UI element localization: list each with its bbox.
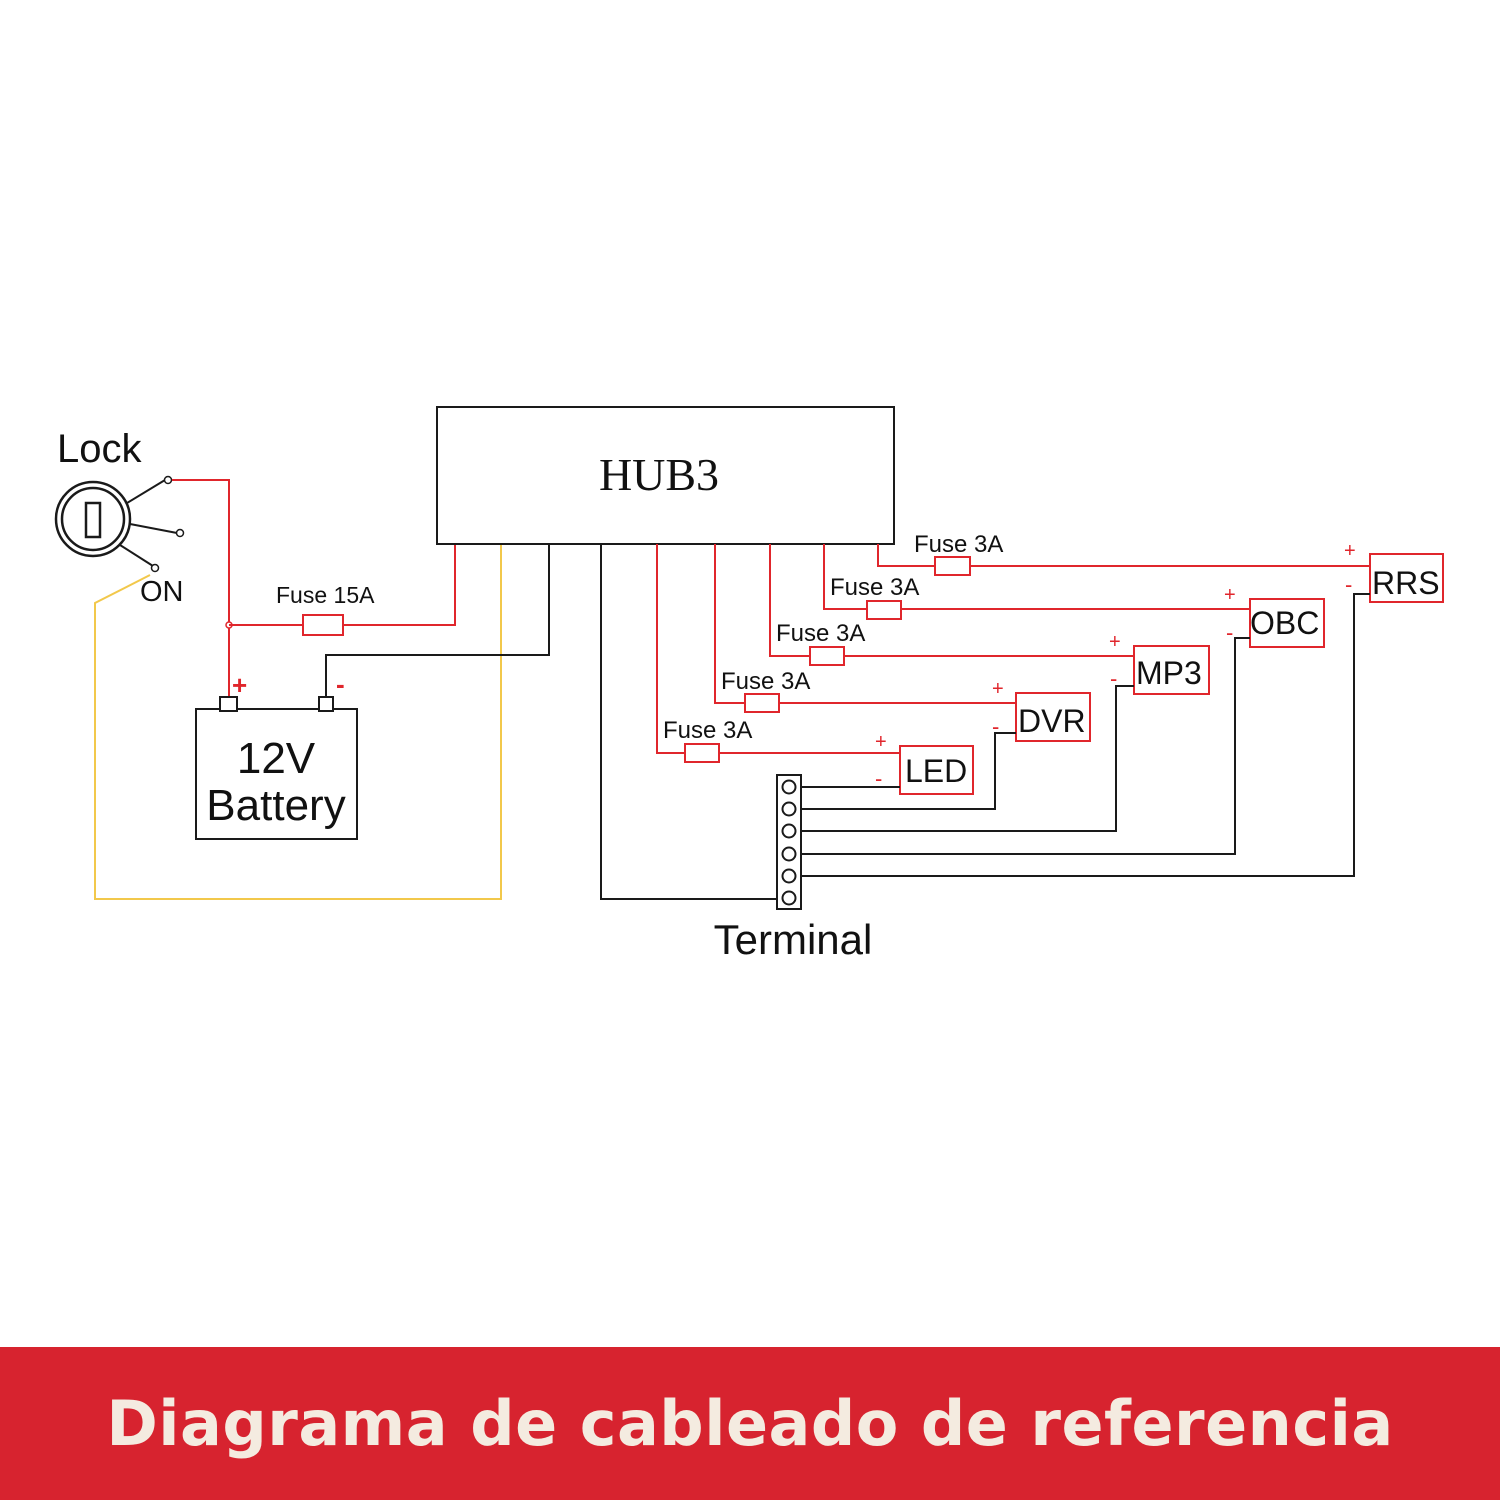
mp3-fuse-label: Fuse 3A [776, 620, 865, 647]
terminal-screw [781, 846, 797, 862]
footer-title: Diagrama de cableado de referencia [106, 1387, 1394, 1460]
obc-plus-sign: + [1224, 584, 1236, 606]
ignition-lock: Lock ON [54, 427, 185, 608]
led-plus-sign: + [875, 731, 887, 753]
battery-voltage: 12V [237, 734, 316, 783]
lock-inner-ring [60, 486, 126, 552]
lock-on-label: ON [140, 576, 184, 608]
footer-banner: Diagrama de cableado de referencia [0, 1347, 1500, 1500]
rrs-positive-wire [877, 544, 1370, 567]
dvr-label: DVR [1018, 703, 1086, 739]
dvr-minus-sign: - [992, 714, 999, 739]
mp3-label: MP3 [1136, 655, 1202, 691]
battery: + - 12V Battery [195, 669, 358, 840]
terminal-screw [781, 868, 797, 884]
wiring-diagram: Lock ON Fuse 15A HUB3 + - 12V Battery [54, 406, 1444, 963]
hub3-outline [436, 406, 895, 545]
obc-minus-sign: - [1226, 620, 1233, 645]
branch-led: Fuse 3A LED + - [656, 544, 974, 795]
lock-contact-arm [119, 544, 154, 567]
obc-positive-wire [823, 544, 1250, 610]
lock-terminal-off [175, 528, 185, 538]
obc-fuse [866, 600, 902, 620]
battery-positive-post [219, 696, 238, 712]
lock-terminal-acc [163, 475, 173, 485]
battery-plus-sign: + [232, 670, 247, 700]
led-minus-sign: - [875, 766, 882, 791]
mp3-box [1133, 645, 1210, 695]
terminal-block: Terminal [714, 774, 873, 963]
ignition-wire [94, 544, 502, 900]
hub3-box: HUB3 [436, 406, 895, 545]
led-box [899, 745, 974, 795]
fuse-15a-label: Fuse 15A [276, 582, 375, 608]
terminal-label: Terminal [714, 916, 873, 963]
terminal-body [776, 774, 802, 910]
lock-title: Lock [57, 427, 142, 471]
lock-key-slot [84, 501, 102, 539]
rrs-label: RRS [1372, 565, 1440, 601]
battery-negative-post [318, 696, 334, 712]
terminal-screw [781, 801, 797, 817]
mp3-plus-sign: + [1109, 631, 1121, 653]
rrs-box [1369, 553, 1444, 603]
led-positive-wire [656, 544, 900, 754]
dvr-positive-wire [714, 544, 1016, 704]
rrs-fuse [934, 556, 971, 576]
hub3-label: HUB3 [599, 449, 719, 500]
branch-rrs: Fuse 3A RRS + - [800, 531, 1444, 877]
battery-body [195, 708, 358, 840]
mp3-positive-wire [769, 544, 1134, 657]
main-fuse: Fuse 15A [276, 582, 375, 636]
terminal-screw [781, 890, 797, 906]
terminal-screw [781, 779, 797, 795]
battery-label: Battery [206, 781, 345, 830]
lock-contact-arm [129, 523, 178, 534]
dvr-fuse [744, 693, 780, 713]
battery-ground-wire [325, 544, 550, 697]
rrs-minus-sign: - [1345, 572, 1352, 597]
lock-contact-arm [126, 479, 166, 504]
lock-terminal-on [150, 563, 160, 573]
led-label: LED [905, 753, 967, 789]
rrs-fuse-label: Fuse 3A [914, 531, 1003, 558]
terminal-ground-wire [600, 544, 778, 900]
obc-label: OBC [1250, 605, 1319, 641]
obc-ground-wire [800, 637, 1250, 855]
branch-obc: Fuse 3A OBC + - [800, 544, 1325, 855]
mp3-fuse [809, 646, 845, 666]
battery-minus-sign: - [336, 669, 345, 699]
led-fuse-label: Fuse 3A [663, 717, 752, 744]
branch-mp3: Fuse 3A MP3 + - [769, 544, 1210, 832]
dvr-fuse-label: Fuse 3A [721, 668, 810, 695]
mp3-minus-sign: - [1110, 666, 1117, 691]
mp3-ground-wire [800, 685, 1134, 832]
obc-box [1249, 598, 1325, 648]
obc-fuse-label: Fuse 3A [830, 574, 919, 601]
branch-dvr: Fuse 3A DVR + - [714, 544, 1091, 810]
fuse-15a-body [302, 614, 344, 636]
dvr-ground-wire [800, 732, 1016, 810]
led-fuse [684, 743, 720, 763]
dvr-box [1015, 692, 1091, 742]
rrs-plus-sign: + [1344, 540, 1356, 562]
terminal-screw [781, 823, 797, 839]
rrs-ground-wire [800, 593, 1370, 877]
dvr-plus-sign: + [992, 678, 1004, 700]
